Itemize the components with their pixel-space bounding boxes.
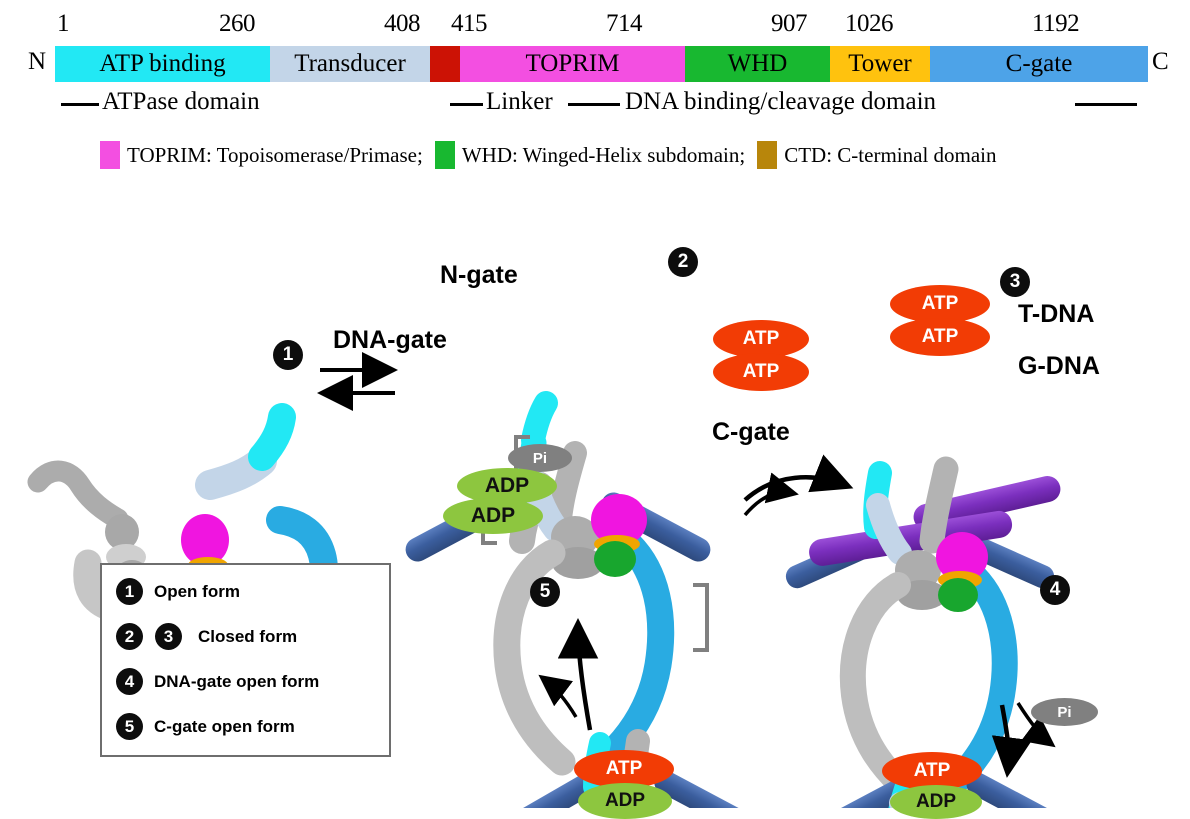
domain-segment-label: Transducer bbox=[294, 50, 406, 77]
legend-row-open-form: 1 Open form bbox=[116, 578, 240, 605]
legend-label: Closed form bbox=[198, 626, 298, 646]
legend-label: C-gate open form bbox=[154, 716, 295, 736]
domain-segment-whd[interactable]: WHD bbox=[685, 46, 830, 82]
legend-row-dna-gate-open: 4 DNA-gate open form bbox=[116, 668, 319, 695]
residue-tick-907: 907 bbox=[771, 10, 808, 37]
g-dna-label: G-DNA bbox=[1018, 352, 1100, 380]
state-badge-5[interactable]: 5 bbox=[530, 577, 560, 607]
residue-tick-260: 260 bbox=[219, 10, 256, 37]
region-label-dna-binding: DNA binding/cleavage domain bbox=[625, 88, 937, 115]
region-rule-left bbox=[61, 103, 99, 106]
state4-adp-pill: ADP bbox=[890, 785, 982, 819]
domain-segment-label: WHD bbox=[727, 50, 788, 77]
domain-bar: ATP binding Transducer TOPRIM WHD Tower … bbox=[55, 46, 1148, 82]
domain-segment-label: C-gate bbox=[1005, 50, 1073, 77]
domain-segment-transducer[interactable]: Transducer bbox=[270, 46, 430, 82]
residue-tick-1192: 1192 bbox=[1032, 10, 1080, 37]
ctd-swatch-icon bbox=[757, 141, 778, 169]
c-terminus-label: C bbox=[1152, 48, 1169, 75]
state-legend-box: 1 Open form 2 3 Closed form 4 DNA-gate o… bbox=[100, 563, 391, 757]
color-key-label: TOPRIM: Topoisomerase/Primase; bbox=[127, 142, 423, 167]
color-key-label: WHD: Winged-Helix subdomain; bbox=[461, 142, 746, 167]
n-gate-label: N-gate bbox=[440, 261, 518, 289]
domain-segment-label: TOPRIM bbox=[525, 50, 620, 77]
residue-tick-1026: 1026 bbox=[845, 10, 894, 37]
equilibrium-arrow-1-2 bbox=[317, 352, 398, 411]
free-atp-pill-1: ATP bbox=[713, 320, 809, 358]
domain-segment-tower[interactable]: Tower bbox=[830, 46, 930, 82]
region-rule-right bbox=[1075, 103, 1137, 106]
state3-atp-pill-1: ATP bbox=[890, 285, 990, 323]
released-pi-pill-right: Pi bbox=[1031, 698, 1098, 726]
state-3-structure bbox=[785, 456, 1061, 800]
domain-segment-label: ATP binding bbox=[99, 50, 226, 77]
catalytic-cycle-diagram: N-gate DNA-gate C-gate T-DNA G-DNA 1 2 3… bbox=[0, 185, 1190, 819]
region-label-atpase: ATPase domain bbox=[102, 88, 260, 115]
legend-label: DNA-gate open form bbox=[154, 671, 320, 691]
legend-badge-2: 2 bbox=[116, 623, 143, 650]
color-key-row: TOPRIM: Topoisomerase/Primase; WHD: Wing… bbox=[100, 138, 1180, 172]
c-gate-label: C-gate bbox=[712, 418, 790, 446]
released-pi-pill-left: Pi bbox=[508, 444, 572, 472]
state-badge-3[interactable]: 3 bbox=[1000, 267, 1030, 297]
domain-segment-label: Tower bbox=[848, 50, 912, 77]
residue-tick-1: 1 bbox=[57, 10, 70, 37]
domain-schematic: 1 260 408 415 714 907 1026 1192 N C ATP … bbox=[0, 0, 1190, 130]
legend-row-c-gate-open: 5 C-gate open form bbox=[116, 713, 295, 740]
legend-badge-5: 5 bbox=[116, 713, 143, 740]
n-terminus-label: N bbox=[28, 48, 47, 75]
region-label-linker: Linker bbox=[486, 88, 553, 115]
legend-badge-1: 1 bbox=[116, 578, 143, 605]
domain-segment-red-linker[interactable] bbox=[430, 46, 460, 82]
residue-tick-408: 408 bbox=[384, 10, 421, 37]
legend-row-closed-form: 2 3 Closed form bbox=[116, 623, 297, 650]
adp-release-arrows bbox=[538, 618, 599, 731]
domain-segment-atp-binding[interactable]: ATP binding bbox=[55, 46, 270, 82]
released-adp-pill-2: ADP bbox=[443, 498, 543, 534]
color-key-item-toprim: TOPRIM: Topoisomerase/Primase; bbox=[100, 141, 435, 169]
free-atp-pill-2: ATP bbox=[713, 353, 809, 391]
released-adp-pill-1: ADP bbox=[457, 468, 557, 504]
residue-tick-714: 714 bbox=[606, 10, 643, 37]
toprim-swatch-icon bbox=[100, 141, 120, 169]
color-key-label: CTD: C-terminal domain bbox=[784, 142, 997, 167]
state-badge-4[interactable]: 4 bbox=[1040, 575, 1070, 605]
legend-badge-3: 3 bbox=[155, 623, 182, 650]
pi-release-arrows bbox=[991, 702, 1056, 778]
domain-segment-toprim[interactable]: TOPRIM bbox=[460, 46, 685, 82]
state3-atp-pill-2: ATP bbox=[890, 318, 990, 356]
whd-swatch-icon bbox=[434, 141, 455, 169]
state5-adp-pill: ADP bbox=[578, 783, 672, 819]
residue-tick-415: 415 bbox=[451, 10, 488, 37]
state-badge-1[interactable]: 1 bbox=[273, 340, 303, 370]
t-dna-label: T-DNA bbox=[1018, 300, 1095, 328]
color-key-item-whd: WHD: Winged-Helix subdomain; bbox=[434, 141, 757, 169]
color-key-item-ctd: CTD: C-terminal domain bbox=[757, 141, 1008, 169]
legend-badge-4: 4 bbox=[116, 668, 143, 695]
domain-segment-c-gate[interactable]: C-gate bbox=[930, 46, 1148, 82]
state5-atp-pill: ATP bbox=[574, 750, 674, 788]
state4-atp-pill: ATP bbox=[882, 752, 982, 790]
atp-binding-arrows bbox=[743, 454, 854, 517]
region-rule-mid1 bbox=[450, 103, 483, 106]
region-rule-mid2 bbox=[568, 103, 620, 106]
c-gate-bracket bbox=[693, 583, 709, 652]
region-annotation-row: ATPase domain Linker DNA binding/cleavag… bbox=[55, 88, 1148, 118]
state-badge-2[interactable]: 2 bbox=[668, 247, 698, 277]
dna-gate-label: DNA-gate bbox=[333, 326, 447, 354]
legend-label: Open form bbox=[154, 581, 240, 601]
